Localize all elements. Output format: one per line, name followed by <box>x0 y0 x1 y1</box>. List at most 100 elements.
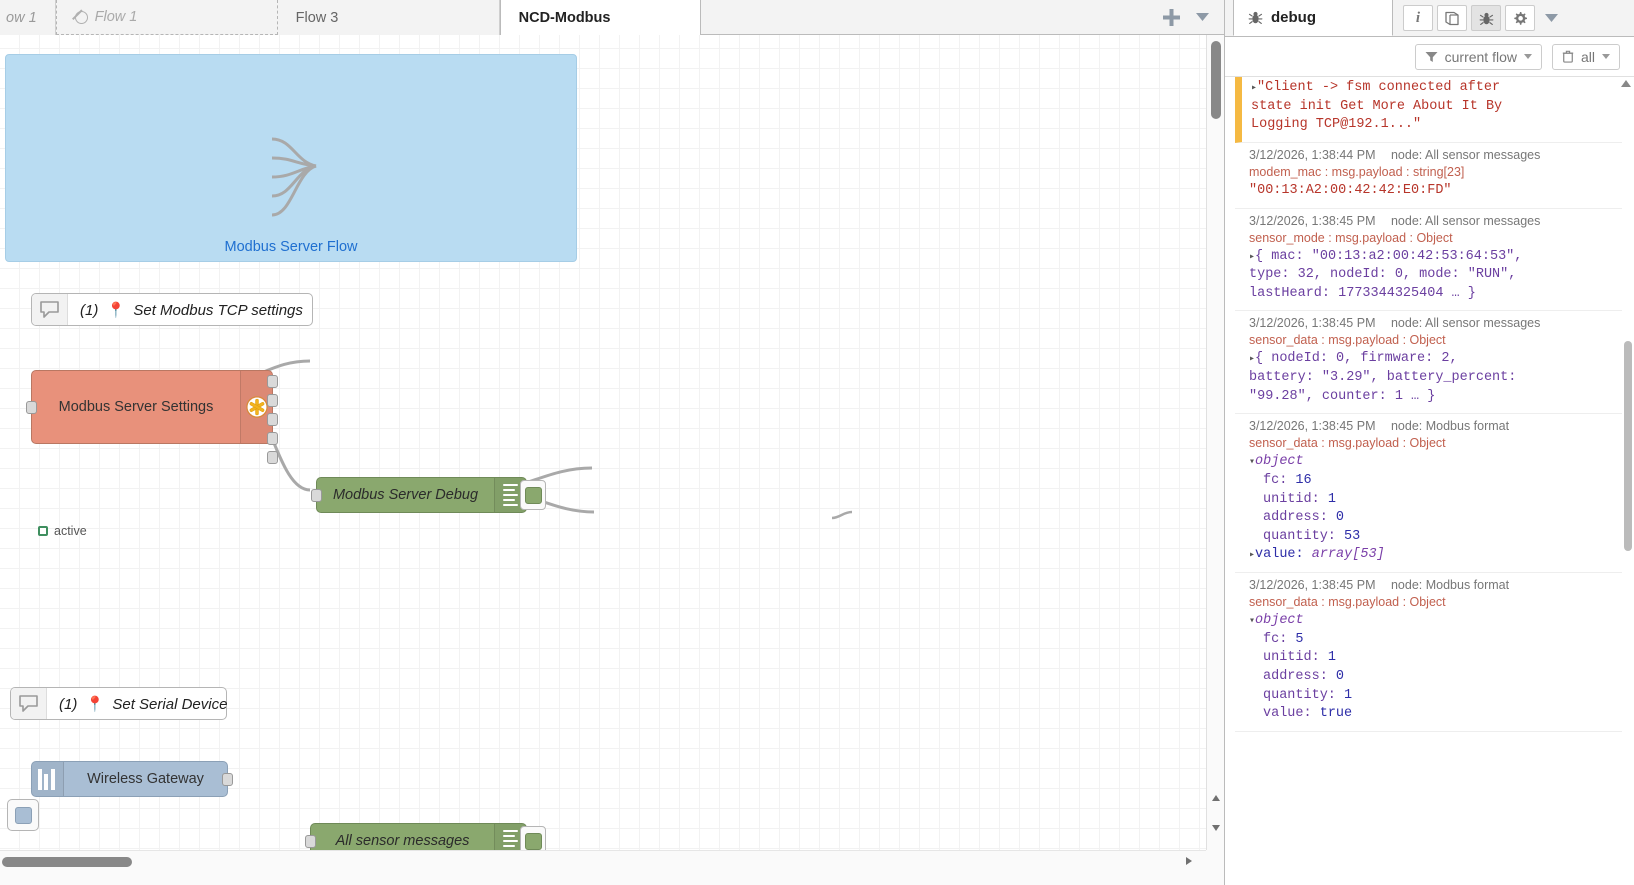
collapse-caret-icon[interactable]: ▾ <box>1249 457 1256 469</box>
flow-tab-label: Flow 3 <box>295 9 339 26</box>
node-status-modbus-server-settings: active <box>38 524 1206 538</box>
trash-icon <box>1562 50 1574 63</box>
chevron-down-icon <box>1195 13 1209 21</box>
flow-tab-2[interactable]: Flow 3 <box>277 0 500 35</box>
flow-tab-label: ow 1 <box>6 9 37 26</box>
status-text: active <box>54 524 87 538</box>
debug-source-node: node: Modbus format <box>1390 578 1510 592</box>
debug-topic: sensor_data : msg.payload : Object <box>1249 595 1446 609</box>
node-input-port[interactable] <box>305 835 316 848</box>
node-output-port-5[interactable] <box>267 451 278 464</box>
field-value: array[53] <box>1311 547 1385 563</box>
node-wireless-gateway[interactable]: Wireless Gateway <box>31 761 233 797</box>
node-modbus-server-debug[interactable]: Modbus Server Debug <box>311 477 546 513</box>
node-modbus-server-settings[interactable]: Modbus Server Settings <box>26 370 278 464</box>
comment-bubble-icon <box>32 294 68 325</box>
info-icon[interactable]: i <box>1403 5 1433 31</box>
node-all-sensor-messages[interactable]: All sensor messages <box>305 823 546 850</box>
debug-timestamp: 3/12/2026, 1:38:45 PM <box>1249 213 1376 228</box>
node-output-port-2[interactable] <box>267 394 278 407</box>
chevron-down-icon <box>1602 54 1610 59</box>
debug-body-line: "00:13:A2:00:42:42:E0:FD" <box>1249 182 1452 198</box>
right-sidebar: debug i <box>1224 0 1634 885</box>
sidebar-tab-debug[interactable]: debug <box>1233 0 1393 36</box>
comment-node-set-serial-device[interactable]: (1) 📍 Set Serial Device <box>10 687 227 720</box>
flow-tab-label: Flow 1 <box>94 9 138 25</box>
flow-canvas[interactable]: Modbus Server Flow <box>0 35 1206 850</box>
debug-timestamp: 3/12/2026, 1:38:44 PM <box>1249 147 1376 162</box>
node-group-modbus-server-flow[interactable]: Modbus Server Flow <box>5 54 577 262</box>
debug-source-node: node: All sensor messages <box>1390 213 1541 228</box>
node-label: All sensor messages <box>335 833 470 849</box>
node-button-wireless-gateway[interactable] <box>7 799 39 831</box>
scrollbar-thumb[interactable] <box>1624 341 1632 551</box>
field-key: quantity: <box>1263 528 1336 544</box>
debug-message[interactable]: 3/12/2026, 1:38:45 PM node: Modbus forma… <box>1235 414 1634 573</box>
sidebar-tab-buttons: i <box>1403 0 1535 36</box>
debug-bug-icon[interactable] <box>1471 5 1501 31</box>
node-output-port[interactable] <box>222 773 233 786</box>
debug-message[interactable]: 3/12/2026, 1:38:45 PM node: All sensor m… <box>1235 209 1634 312</box>
flow-tab-3[interactable]: NCD-Modbus <box>499 0 701 36</box>
canvas-horizontal-scrollbar[interactable] <box>0 850 1206 885</box>
expand-caret-icon[interactable]: ▸ <box>1249 251 1256 263</box>
debug-enable-toggle[interactable] <box>520 826 546 850</box>
pushpin-icon: 📍 <box>85 695 105 713</box>
expand-caret-icon[interactable]: ▸ <box>1249 354 1256 366</box>
expand-caret-icon[interactable]: ▸ <box>1251 83 1258 94</box>
flow-tab-0[interactable]: ow 1 <box>0 0 56 35</box>
debug-message-list[interactable]: ▸"Client -> fsm connected after state in… <box>1225 77 1634 885</box>
comment-bubble-icon <box>11 688 47 719</box>
node-input-port[interactable] <box>26 401 37 414</box>
flow-tab-1[interactable]: Flow 1 <box>55 0 278 35</box>
bug-icon <box>1248 11 1263 24</box>
field-key: unitid: <box>1263 491 1320 507</box>
debug-clear-label: all <box>1580 48 1595 65</box>
debug-object-field: value: true <box>1249 705 1620 724</box>
debug-filter-button[interactable]: current flow <box>1414 43 1542 70</box>
debug-object-field: fc: 16 <box>1249 472 1620 491</box>
node-button-square-icon <box>14 806 32 824</box>
expand-caret-icon[interactable]: ▸ <box>1249 550 1256 562</box>
node-output-port-3[interactable] <box>267 413 278 426</box>
debug-body-line: "Client -> fsm connected after <box>1257 80 1501 95</box>
debug-message[interactable]: 3/12/2026, 1:38:44 PM node: All sensor m… <box>1235 143 1634 209</box>
debug-message[interactable]: ▸"Client -> fsm connected after state in… <box>1235 77 1634 143</box>
debug-clear-button[interactable]: all <box>1551 43 1620 70</box>
debug-topic: sensor_mode : msg.payload : Object <box>1249 230 1453 245</box>
node-output-port-4[interactable] <box>267 432 278 445</box>
node-input-port[interactable] <box>311 489 322 502</box>
scroll-down-arrow-icon[interactable] <box>1212 825 1220 831</box>
debug-topic: sensor_data : msg.payload : Object <box>1249 333 1446 348</box>
field-value: 0 <box>1335 510 1345 526</box>
collapse-caret-icon[interactable]: ▾ <box>1249 616 1256 627</box>
canvas-vertical-scrollbar[interactable] <box>1206 35 1224 850</box>
scroll-up-arrow-icon[interactable] <box>1212 795 1220 801</box>
debug-message[interactable]: 3/12/2026, 1:38:45 PM node: Modbus forma… <box>1235 573 1634 732</box>
field-key: value: <box>1263 706 1312 722</box>
field-value: 1 <box>1327 650 1336 666</box>
sidebar-more-menu-button[interactable] <box>1545 0 1558 36</box>
field-key: quantity: <box>1263 687 1336 703</box>
disabled-flow-icon <box>74 10 88 24</box>
status-dot-icon <box>38 526 48 536</box>
debug-scroll-up-arrow-icon[interactable] <box>1621 80 1631 87</box>
scrollbar-thumb[interactable] <box>2 857 132 867</box>
field-key: unitid: <box>1263 650 1320 666</box>
scroll-right-arrow-icon[interactable] <box>1186 857 1192 865</box>
help-book-icon[interactable] <box>1437 5 1467 31</box>
debug-enable-toggle[interactable] <box>520 480 546 510</box>
field-key: address: <box>1263 510 1328 526</box>
flow-tab-label: NCD-Modbus <box>518 10 611 26</box>
flow-list-menu-button[interactable] <box>1189 0 1215 35</box>
add-flow-button[interactable] <box>1155 0 1187 35</box>
debug-message[interactable]: 3/12/2026, 1:38:45 PM node: All sensor m… <box>1235 311 1634 415</box>
comment-node-set-modbus-tcp[interactable]: (1) 📍 Set Modbus TCP settings <box>31 293 313 326</box>
config-gear-icon[interactable] <box>1505 5 1535 31</box>
debug-scrollbar[interactable] <box>1622 91 1634 885</box>
scrollbar-thumb[interactable] <box>1211 41 1221 119</box>
node-output-port-1[interactable] <box>267 375 278 388</box>
field-key: value: <box>1255 547 1304 563</box>
comment-number: (1) <box>80 301 99 319</box>
field-value: 1 <box>1327 491 1336 507</box>
